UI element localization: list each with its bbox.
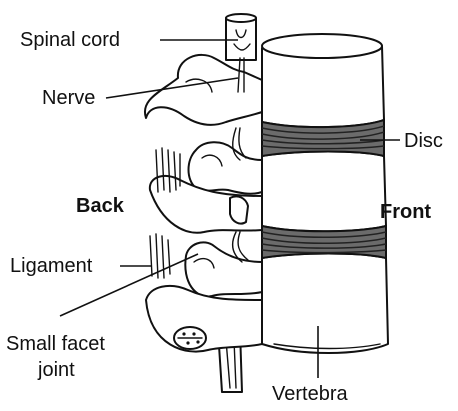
label-spinal-cord: Spinal cord [20, 29, 120, 51]
label-ligament: Ligament [10, 255, 93, 277]
label-back: Back [76, 195, 125, 217]
label-vertebra: Vertebra [272, 383, 348, 405]
label-nerve: Nerve [42, 87, 95, 109]
label-small-facet-line2: joint [37, 359, 75, 381]
label-disc: Disc [404, 130, 443, 152]
label-front: Front [380, 201, 431, 223]
vertebral-bodies [262, 34, 388, 353]
label-small-facet-line1: Small facet [6, 333, 105, 355]
